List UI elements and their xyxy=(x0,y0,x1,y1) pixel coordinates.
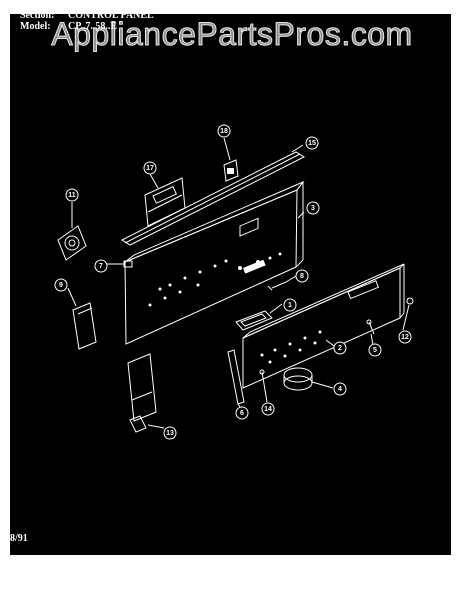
model-value: CP..7..58..E xyxy=(68,21,118,32)
front-control-panel xyxy=(242,263,405,389)
callout-circle xyxy=(368,343,382,357)
model-label: Model: xyxy=(20,21,51,32)
rocker-switch xyxy=(223,159,239,182)
callout-13: 13 xyxy=(163,426,177,440)
callout-5: 5 xyxy=(368,343,382,357)
callout-18: 18 xyxy=(217,124,231,138)
callout-circle xyxy=(143,161,157,175)
callout-14: 14 xyxy=(261,402,275,416)
clock-timer xyxy=(144,177,186,227)
callout-circle xyxy=(163,426,177,440)
callout-circle xyxy=(295,269,309,283)
callout-11: 11 xyxy=(65,188,79,202)
leader-lines xyxy=(67,137,410,429)
callout-number: 4 xyxy=(338,386,342,393)
callout-number: 5 xyxy=(373,347,377,354)
side-trim-strip xyxy=(227,349,245,405)
callout-circle xyxy=(54,278,68,292)
callout-number: 7 xyxy=(99,263,103,270)
control-knob xyxy=(283,367,313,391)
callout-8: 8 xyxy=(295,269,309,283)
callout-circle xyxy=(235,406,249,420)
left-bracket xyxy=(72,302,97,350)
callout-4: 4 xyxy=(333,382,347,396)
callout-2: 2 xyxy=(333,341,347,355)
callout-number: 15 xyxy=(308,140,316,147)
callout-number: 18 xyxy=(220,128,228,135)
screw-5 xyxy=(366,319,375,335)
callout-circle xyxy=(398,330,412,344)
callout-circle xyxy=(217,124,231,138)
callout-circle xyxy=(94,259,108,273)
callout-number: 17 xyxy=(146,165,154,172)
screw-14 xyxy=(259,369,267,397)
callout-circle xyxy=(333,382,347,396)
callout-12: 12 xyxy=(398,330,412,344)
callout-number: 6 xyxy=(240,410,244,417)
nut xyxy=(406,297,414,305)
top-trim-strip xyxy=(120,151,306,246)
control-panel-body xyxy=(124,180,305,345)
section-label: Section: xyxy=(20,10,55,21)
callout-9: 9 xyxy=(54,278,68,292)
callout-3: 3 xyxy=(306,201,320,215)
callout-number: 2 xyxy=(338,345,342,352)
display-lens xyxy=(235,310,273,331)
callout-circle xyxy=(306,201,320,215)
callout-6: 6 xyxy=(235,406,249,420)
callout-1: 1 xyxy=(283,298,297,312)
callout-17: 17 xyxy=(143,161,157,175)
lower-bracket xyxy=(127,353,157,433)
callout-circle xyxy=(65,188,79,202)
callout-number: 14 xyxy=(264,406,272,413)
callout-number: 13 xyxy=(166,430,174,437)
callout-circle xyxy=(305,136,319,150)
callout-number: 11 xyxy=(68,192,76,199)
section-value: CONTROL PANEL xyxy=(68,10,154,21)
callout-number: 1 xyxy=(288,302,292,309)
callout-7: 7 xyxy=(94,259,108,273)
callout-15: 15 xyxy=(305,136,319,150)
callout-number: 9 xyxy=(59,282,63,289)
screw-8 xyxy=(267,281,287,291)
callout-circle xyxy=(261,402,275,416)
callout-number: 3 xyxy=(311,205,315,212)
callout-number: 8 xyxy=(300,273,304,280)
callout-circle xyxy=(333,341,347,355)
callout-number: 12 xyxy=(401,334,409,341)
callout-circle xyxy=(283,298,297,312)
revision-date: 8/91 xyxy=(10,533,28,544)
